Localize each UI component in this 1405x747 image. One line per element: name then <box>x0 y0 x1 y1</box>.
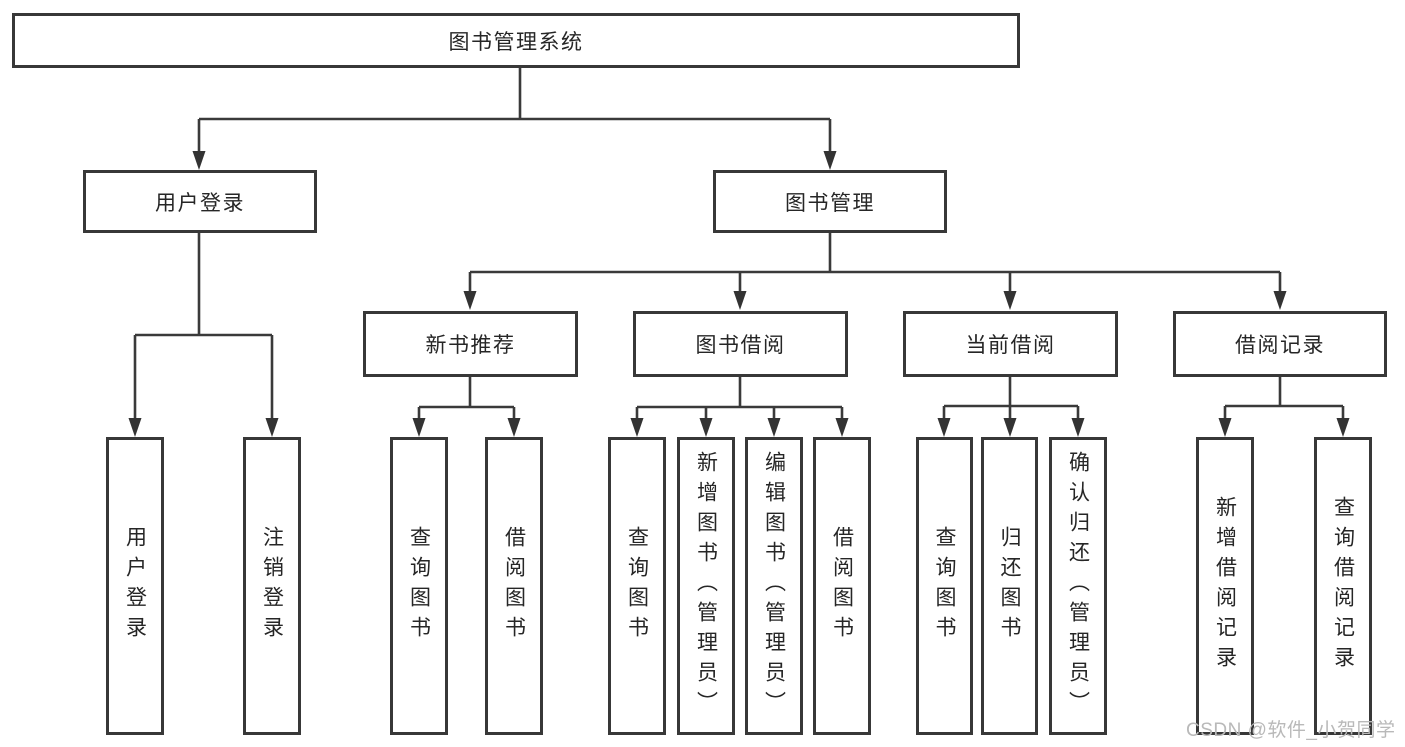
arrowhead-icon <box>1218 418 1232 437</box>
leaf-label: 查询图书 <box>933 526 956 646</box>
leaf-label: 查询图书 <box>407 526 431 646</box>
node-label: 借阅记录 <box>1235 334 1325 357</box>
arrowhead-icon <box>835 418 849 437</box>
leaf-query-books-recommend: 查询图书 <box>390 437 448 735</box>
leaf-add-books-admin: 新增图书（管理员） <box>677 437 735 735</box>
arrowhead-icon <box>733 291 747 310</box>
leaf-label: 用户登录 <box>123 526 147 646</box>
node-borrowing-records: 借阅记录 <box>1173 311 1387 377</box>
connector-book-borrow-to-leaves <box>630 377 849 437</box>
node-library-management-system: 图书管理系统 <box>12 13 1020 68</box>
arrowhead-icon <box>507 418 521 437</box>
arrowhead-icon <box>128 418 142 437</box>
leaf-borrow-books: 借阅图书 <box>813 437 871 735</box>
arrowhead-icon <box>1003 291 1017 310</box>
leaf-label: 借阅图书 <box>502 526 526 646</box>
node-label: 图书管理 <box>785 191 875 215</box>
arrowhead-icon <box>1336 418 1350 437</box>
leaf-query-borrow-record: 查询借阅记录 <box>1314 437 1372 735</box>
node-book-borrowing: 图书借阅 <box>633 311 848 377</box>
connector-new-book-to-leaves <box>412 377 521 437</box>
arrowhead-icon <box>823 151 837 170</box>
node-label: 图书借阅 <box>695 334 786 357</box>
node-current-borrowing: 当前借阅 <box>903 311 1118 377</box>
connector-root-to-level2 <box>192 67 837 170</box>
leaf-edit-books-admin: 编辑图书（管理员） <box>745 437 803 735</box>
leaf-query-books-borrow: 查询图书 <box>608 437 666 735</box>
leaf-label: 编辑图书（管理员） <box>762 451 786 721</box>
connector-book-mgmt-to-level3 <box>463 233 1287 310</box>
node-label: 当前借阅 <box>965 334 1056 357</box>
leaf-label: 借阅图书 <box>830 526 854 646</box>
leaf-label: 查询借阅记录 <box>1331 496 1355 676</box>
leaf-label: 新增借阅记录 <box>1213 496 1237 676</box>
arrowhead-icon <box>463 291 477 310</box>
arrowhead-icon <box>937 418 951 437</box>
arrowhead-icon <box>265 418 279 437</box>
arrowhead-icon <box>1071 418 1085 437</box>
leaf-borrow-books-recommend: 借阅图书 <box>485 437 543 735</box>
node-label: 用户登录 <box>155 191 245 215</box>
csdn-watermark: CSDN @软件_小贺同学 <box>1186 720 1396 741</box>
arrowhead-icon <box>1273 291 1287 310</box>
arrowhead-icon <box>192 151 206 170</box>
leaf-label: 注销登录 <box>260 526 284 646</box>
leaf-user-login: 用户登录 <box>106 437 164 735</box>
leaf-add-borrow-record: 新增借阅记录 <box>1196 437 1254 735</box>
node-user-login: 用户登录 <box>83 170 317 233</box>
connector-current-borrow-to-leaves <box>937 377 1085 437</box>
leaf-label: 新增图书（管理员） <box>694 451 718 721</box>
node-label: 图书管理系统 <box>448 30 584 54</box>
node-book-management: 图书管理 <box>713 170 947 233</box>
node-new-book-recommendation: 新书推荐 <box>363 311 578 377</box>
node-label: 新书推荐 <box>425 334 516 357</box>
connector-borrow-record-to-leaves <box>1218 377 1350 437</box>
arrowhead-icon <box>767 418 781 437</box>
arrowhead-icon <box>630 418 644 437</box>
leaf-label: 归还图书 <box>998 526 1021 646</box>
arrowhead-icon <box>412 418 426 437</box>
leaf-logout: 注销登录 <box>243 437 301 735</box>
leaf-label: 查询图书 <box>625 526 649 646</box>
arrowhead-icon <box>699 418 713 437</box>
leaf-confirm-return-admin: 确认归还（管理员） <box>1049 437 1107 735</box>
leaf-label: 确认归还（管理员） <box>1066 451 1090 721</box>
arrowhead-icon <box>1003 418 1017 437</box>
leaf-return-books: 归还图书 <box>981 437 1038 735</box>
connector-user-login-to-leaves <box>128 233 279 437</box>
leaf-query-books-current: 查询图书 <box>916 437 973 735</box>
